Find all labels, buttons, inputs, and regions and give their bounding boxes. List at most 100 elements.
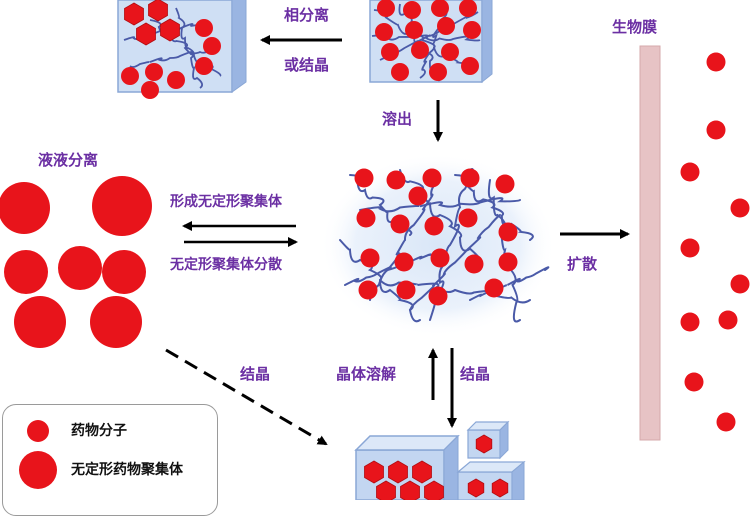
label-crystallization-left: 结晶	[240, 365, 271, 383]
drug-molecule	[375, 23, 393, 41]
drug-molecule	[377, 0, 395, 17]
drug-molecule	[195, 57, 213, 75]
drug-molecule	[411, 41, 429, 59]
polymer-chain	[359, 197, 521, 213]
top-left-separated-cube	[117, 0, 247, 99]
polymer-chain	[175, 7, 204, 89]
drug-molecule	[354, 168, 374, 188]
drug-molecule	[424, 216, 444, 236]
drug-crystal	[491, 478, 509, 498]
drug-molecule	[145, 63, 163, 81]
amorphous-aggregate	[14, 296, 66, 348]
drug-crystal	[475, 434, 493, 454]
drug-molecule	[459, 0, 477, 17]
drug-molecule	[422, 168, 442, 188]
label-phase-separation: 相分离	[284, 6, 330, 24]
legend-amorphous-aggregate-label: 无定形药物聚集体	[71, 462, 183, 478]
label-biomembrane: 生物膜	[612, 18, 658, 36]
drug-molecule	[706, 52, 726, 72]
drug-molecule	[396, 280, 416, 300]
drug-molecule	[730, 274, 750, 294]
drug-molecule	[437, 17, 455, 35]
amorphous-aggregate	[90, 296, 142, 348]
drug-crystal	[364, 460, 384, 484]
drug-molecule	[680, 312, 700, 332]
drug-molecule	[463, 21, 481, 39]
diagram-canvas	[0, 0, 750, 504]
drug-molecule	[405, 21, 423, 39]
drug-molecule	[730, 198, 750, 218]
polymer-chain	[399, 169, 482, 261]
drug-molecule	[718, 310, 738, 330]
drug-molecule	[430, 248, 450, 268]
polymer-chain	[344, 253, 432, 286]
liquid-liquid-droplets	[0, 176, 152, 348]
legend-drug-molecule-icon	[27, 420, 49, 442]
drug-molecule	[195, 19, 213, 37]
biomembrane-bar	[639, 45, 661, 441]
drug-molecule	[680, 238, 700, 258]
drug-molecule	[706, 120, 726, 140]
drug-molecule	[381, 43, 399, 61]
drug-molecule	[680, 162, 700, 182]
crystal-cubes	[354, 420, 526, 504]
drug-molecule	[167, 71, 185, 89]
drug-molecule	[390, 214, 410, 234]
top-center-matrix-cube	[369, 0, 493, 84]
label-dissolution: 溶出	[382, 110, 413, 128]
legend-amorphous-aggregate-icon	[19, 451, 57, 489]
polymer-chain	[409, 214, 501, 311]
drug-molecule	[461, 57, 479, 75]
polymer-chain	[129, 49, 211, 68]
drug-molecule	[121, 67, 139, 85]
label-crystallization-right: 结晶	[460, 365, 491, 383]
drug-molecule	[358, 280, 378, 300]
label-or-crystallization: 或结晶	[284, 56, 330, 74]
amorphous-aggregate	[92, 176, 152, 236]
amorphous-aggregate	[58, 246, 102, 290]
drug-molecule	[431, 0, 449, 17]
label-crystal-dissolution: 晶体溶解	[336, 365, 397, 383]
drug-molecule	[360, 248, 380, 268]
drug-molecule	[428, 286, 448, 306]
drug-molecule	[484, 278, 504, 298]
amorphous-aggregate	[4, 250, 48, 294]
drug-molecule	[458, 208, 478, 228]
drug-molecule	[403, 1, 421, 19]
label-diffusion: 扩散	[567, 255, 598, 273]
amorphous-aggregate	[0, 182, 50, 234]
drug-crystal	[160, 18, 180, 42]
diffused-drug-molecules	[680, 52, 750, 432]
drug-molecule	[429, 63, 447, 81]
drug-crystal	[388, 460, 408, 484]
drug-molecule	[408, 186, 428, 206]
drug-molecule	[141, 81, 159, 99]
label-form-amorphous-aggregate: 形成无定形聚集体	[170, 194, 282, 210]
amorphous-aggregate	[102, 250, 146, 294]
arrow-crystallization-diagonal	[165, 348, 328, 446]
drug-molecule	[498, 252, 518, 272]
polymer-chain	[487, 179, 521, 323]
drug-crystal	[467, 478, 485, 498]
legend-box: 药物分子 无定形药物聚集体	[2, 404, 218, 516]
drug-molecule	[394, 252, 414, 272]
label-amorphous-aggregate-dispersion: 无定形聚集体分散	[170, 257, 282, 273]
drug-molecule	[203, 37, 221, 55]
drug-molecule	[441, 43, 459, 61]
drug-molecule	[716, 412, 736, 432]
drug-crystal	[148, 0, 168, 22]
drug-molecule	[460, 168, 480, 188]
drug-molecule	[495, 174, 515, 194]
drug-molecule	[356, 208, 376, 228]
drug-molecule	[386, 170, 406, 190]
dissolved-polymer-drug-network	[320, 153, 556, 337]
drug-molecule	[498, 222, 518, 242]
label-liquid-liquid-separation: 液液分离	[38, 151, 99, 169]
drug-molecule	[684, 372, 704, 392]
drug-molecule	[464, 254, 484, 274]
drug-molecule	[391, 63, 409, 81]
drug-crystal	[136, 22, 156, 46]
drug-crystal	[124, 2, 144, 26]
legend-drug-molecule-label: 药物分子	[71, 423, 127, 439]
